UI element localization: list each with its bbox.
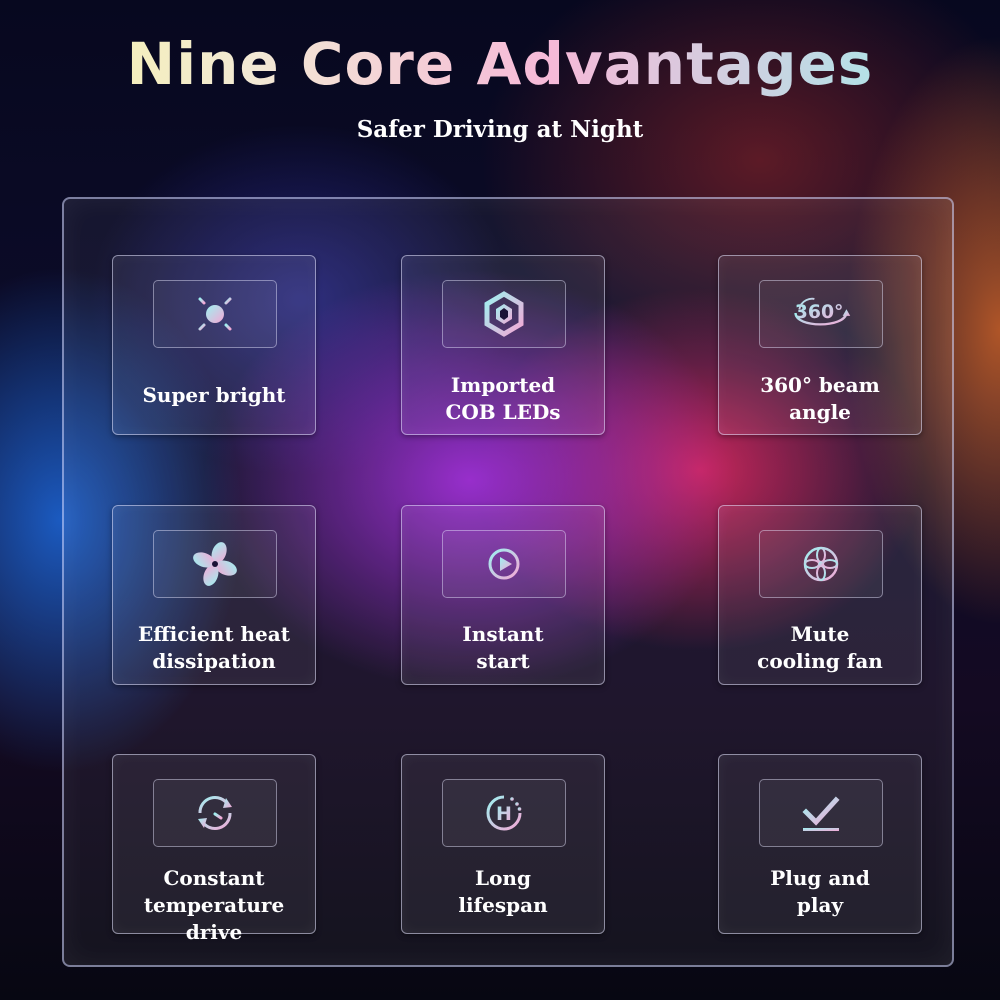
advantage-card-super-bright: Super bright	[112, 255, 316, 435]
icon-frame: 360°	[759, 280, 883, 348]
advantage-label: Long lifespan	[458, 866, 548, 917]
icon-frame	[153, 779, 277, 847]
advantage-card-360-beam: 360° 360° beam angle	[718, 255, 922, 435]
checkmark-icon	[802, 796, 840, 831]
advantage-label: Efficient heat dissipation	[138, 622, 290, 673]
icon-frame	[153, 530, 277, 598]
clock-cycle-icon	[198, 795, 232, 831]
advantage-label: Instant start	[462, 622, 544, 673]
icon-frame: H	[442, 779, 566, 847]
fan-blades-icon	[193, 542, 237, 586]
advantage-label: Imported COB LEDs	[445, 373, 561, 424]
advantage-label: Mute cooling fan	[757, 622, 883, 673]
page-title: Nine Core Advantages	[0, 30, 1000, 98]
advantage-card-long-lifespan: H Long lifespan	[401, 754, 605, 934]
advantage-label: 360° beam angle	[760, 373, 880, 424]
advantage-label: Constant temperature drive	[143, 866, 285, 944]
page-subtitle: Safer Driving at Night	[356, 116, 644, 143]
advantage-label: Super bright	[142, 383, 286, 407]
sun-icon	[192, 291, 238, 337]
hexagon-chip-icon	[484, 291, 524, 337]
advantage-card-cob-leds: Imported COB LEDs	[401, 255, 605, 435]
play-icon	[488, 548, 520, 580]
advantage-card-constant-temperature: Constant temperature drive	[112, 754, 316, 944]
svg-text:360°: 360°	[795, 302, 844, 323]
icon-frame	[153, 280, 277, 348]
svg-text:H: H	[496, 803, 512, 825]
advantage-label: Plug and play	[770, 866, 870, 917]
advantage-card-instant-start: Instant start	[401, 505, 605, 685]
icon-frame	[442, 280, 566, 348]
icon-frame	[442, 530, 566, 598]
icon-frame	[759, 779, 883, 847]
icon-frame	[759, 530, 883, 598]
rotate-360-icon: 360°	[794, 297, 851, 326]
circular-fan-icon	[803, 546, 839, 582]
lifespan-h-icon: H	[486, 795, 522, 831]
advantage-card-plug-and-play: Plug and play	[718, 754, 922, 934]
advantage-card-mute-fan: Mute cooling fan	[718, 505, 922, 685]
advantage-card-heat-dissipation: Efficient heat dissipation	[112, 505, 316, 685]
